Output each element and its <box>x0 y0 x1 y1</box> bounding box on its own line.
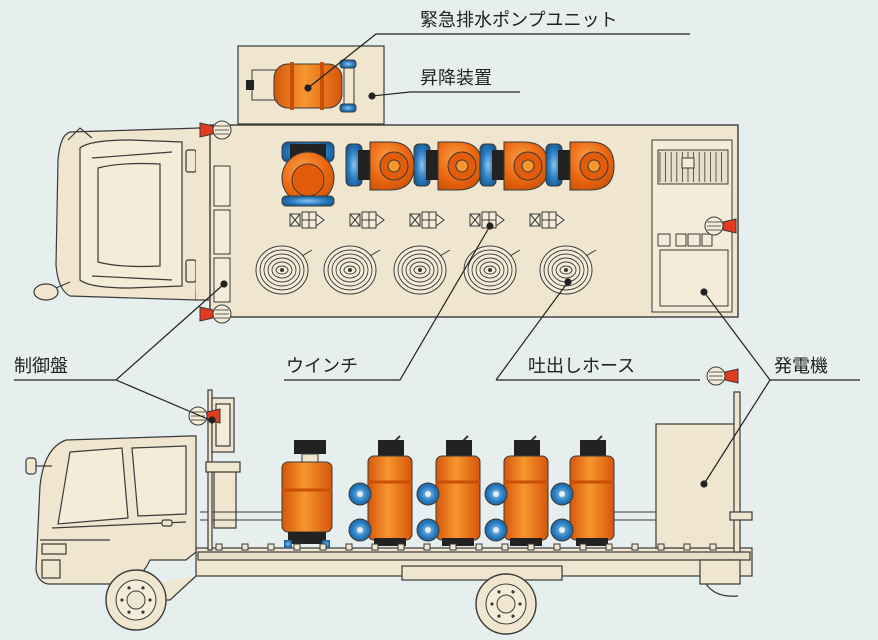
leader-lines <box>14 33 860 488</box>
label-winch: ウインチ <box>286 356 358 377</box>
hose-reel-icon <box>463 245 521 295</box>
side-view <box>25 366 753 635</box>
pump-icon <box>550 435 615 546</box>
hose-reel-icon <box>539 245 597 295</box>
hose-reels <box>255 245 597 295</box>
wheel-icon <box>105 569 167 631</box>
floodlight-icon <box>706 366 739 386</box>
pump-icon <box>479 141 549 191</box>
truck-cab-top-icon <box>33 127 215 301</box>
floodlight-icon <box>704 216 737 236</box>
label-hose: 吐出しホース <box>528 356 635 377</box>
label-pump-unit: 緊急排水ポンプユニット <box>420 10 617 31</box>
top-pumps <box>281 141 615 207</box>
winch-icon <box>409 211 445 229</box>
label-generator: 発電機 <box>774 356 828 377</box>
truck-cab-side-icon <box>25 435 237 585</box>
hose-reel-icon <box>393 245 451 295</box>
wheel-icon <box>475 573 537 635</box>
pump-icon <box>413 141 483 191</box>
control-panel-top-icon <box>213 165 231 303</box>
floodlight-icon <box>188 406 221 426</box>
chassis <box>120 547 753 601</box>
floodlight-icon <box>199 304 232 324</box>
hose-reel-icon <box>323 245 381 295</box>
pump-icon <box>281 440 333 548</box>
floodlight-icon <box>199 120 232 140</box>
pump-icon <box>345 141 415 191</box>
winch-icon <box>529 211 565 229</box>
winch-icon <box>349 211 385 229</box>
hose-reel-icon <box>255 245 313 295</box>
pump-icon <box>416 435 481 546</box>
label-lift: 昇降装置 <box>420 68 492 89</box>
labels: 緊急排水ポンプユニット 昇降装置 制御盤 ウインチ 吐出しホース 発電機 <box>14 10 828 377</box>
top-view <box>33 45 739 324</box>
pump-icon <box>545 141 615 191</box>
generator-side-icon <box>655 391 753 553</box>
winch-icon <box>289 211 325 229</box>
side-pumps <box>281 435 615 548</box>
label-control-panel: 制御盤 <box>14 356 68 377</box>
pump-icon <box>484 435 549 546</box>
pump-icon <box>348 435 413 546</box>
pump-icon <box>281 141 335 207</box>
